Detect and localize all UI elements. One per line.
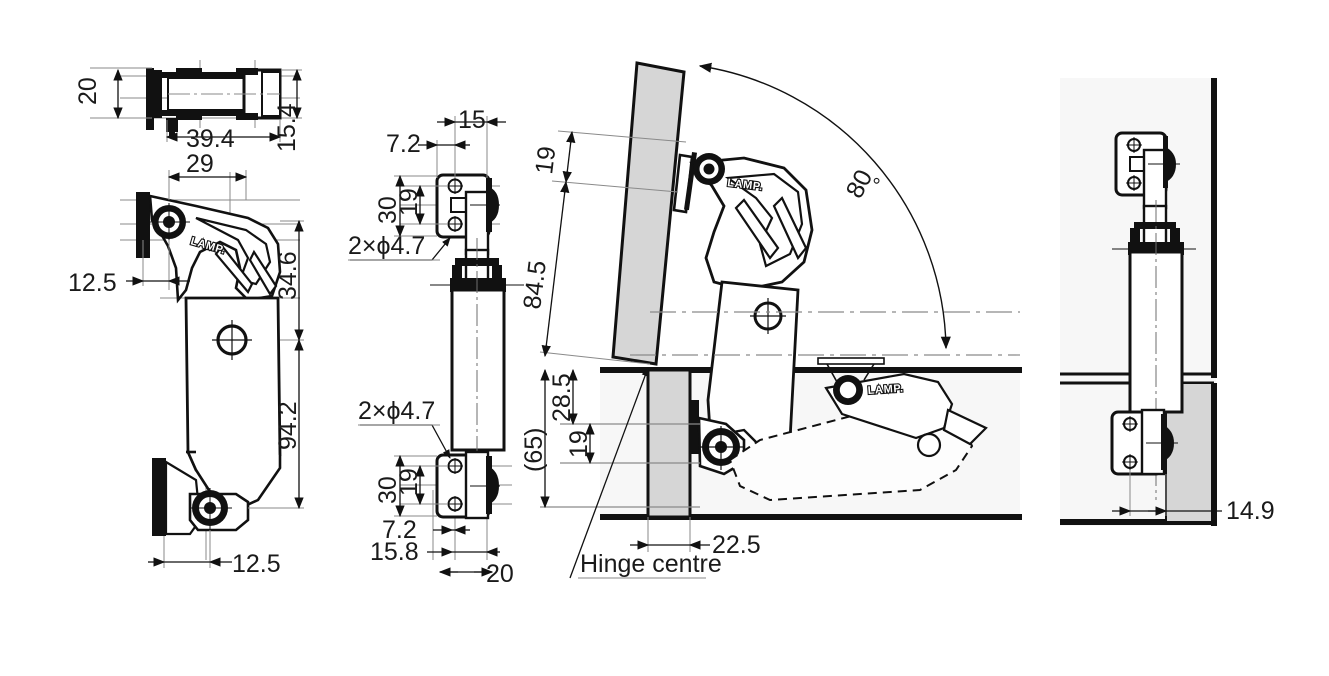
section-closed-ghost: LAMP.	[728, 357, 988, 502]
dim-15-4-label: 15.4	[273, 103, 301, 152]
front-view-top-plate	[435, 173, 500, 256]
side-view-group: LAMP. 29	[68, 150, 304, 578]
dim-20-bottom: 20	[438, 560, 514, 588]
dim-15: 15	[437, 106, 506, 178]
dim-12-5-bottom: 12.5	[148, 530, 281, 578]
dim-65: (65)	[520, 368, 550, 509]
dim-22-5: 22.5	[630, 517, 761, 559]
dim-29-label: 29	[186, 150, 214, 178]
section-view-group: LAMP. LAMP.	[518, 61, 1022, 579]
closed-top-plate	[1114, 131, 1180, 210]
top-view-group: 20 39.4 15.4	[74, 60, 302, 153]
dim-15-8: 15.8	[370, 538, 500, 566]
dim-15-label: 15	[458, 106, 486, 134]
closed-bottom-plate	[1110, 408, 1178, 476]
dim-12-5-bottom-label: 12.5	[232, 550, 281, 578]
hinge-centre-callout: Hinge centre	[569, 367, 722, 579]
dim-29: 29	[167, 150, 248, 200]
hole-callout-bottom: 2×ϕ4.7	[358, 397, 451, 459]
dim-14-9: 14.9	[1112, 470, 1275, 525]
brand-mark-closed: LAMP.	[867, 383, 904, 397]
closed-cylinder	[1128, 200, 1184, 500]
dim-39-4-label: 39.4	[186, 125, 235, 153]
hole-callout-bottom-label: 2×ϕ4.7	[358, 397, 435, 425]
dim-19-section: 19	[565, 422, 595, 465]
front-view-bottom-plate	[435, 450, 500, 520]
front-view-group: 15 7.2 30 19 2×ϕ4.7	[348, 106, 524, 588]
dim-20-bottom-label: 20	[486, 560, 514, 588]
dim-84-5: 84.5	[518, 180, 651, 365]
hole-callout-top-label: 2×ϕ4.7	[348, 232, 425, 260]
dim-19-bottom: 19	[395, 464, 448, 506]
dim-19-section-label: 19	[565, 430, 593, 458]
dim-14-9-label: 14.9	[1226, 497, 1275, 525]
dim-7-2-top: 7.2	[386, 130, 470, 178]
dim-12-5-left: 12.5	[68, 240, 190, 297]
dim-30-top-label: 30	[374, 196, 402, 224]
closed-view-group: 14.9	[1060, 78, 1275, 526]
dim-7-2-top-label: 7.2	[386, 130, 421, 158]
side-view-bottom-bracket	[152, 458, 250, 536]
dim-15-4: 15.4	[273, 68, 302, 152]
dim-20-top: 20	[74, 68, 123, 120]
dim-19-bottom-label: 19	[395, 468, 423, 496]
dim-19-door-label: 19	[530, 145, 561, 176]
dim-39-4: 39.4	[165, 120, 282, 153]
side-view-top-flange	[136, 192, 150, 258]
dim-22-5-label: 22.5	[712, 531, 761, 559]
dim-7-2-bottom: 7.2	[382, 516, 470, 544]
dim-20-top-label: 20	[74, 77, 102, 105]
dim-30-bottom-label: 30	[374, 476, 402, 504]
dim-30-top: 30	[374, 174, 437, 238]
dim-30-bottom: 30	[374, 454, 437, 518]
dim-34-6-label: 34.6	[274, 251, 302, 300]
side-view-arm: LAMP.	[148, 194, 282, 304]
dim-34-6: 34.6	[274, 219, 304, 342]
dim-28-5: 28.5	[548, 368, 578, 426]
dim-15-8-label: 15.8	[370, 538, 419, 566]
hinge-centre-label: Hinge centre	[580, 550, 722, 578]
dim-84-5-label: 84.5	[518, 259, 552, 311]
dim-19-door: 19	[530, 130, 687, 193]
section-door-panel-closed	[646, 368, 692, 519]
closed-rod	[1134, 204, 1176, 250]
dim-12-5-left-label: 12.5	[68, 269, 117, 297]
dim-94-2: 94.2	[248, 338, 304, 510]
dim-28-5-label: 28.5	[548, 373, 576, 422]
dim-19-top-label: 19	[395, 188, 423, 216]
dim-7-2-bottom-label: 7.2	[382, 516, 417, 544]
dim-65-label: (65)	[520, 428, 548, 472]
side-view-damper-body	[184, 296, 282, 512]
hole-callout-top: 2×ϕ4.7	[348, 232, 451, 261]
section-door-panel-open	[611, 61, 686, 366]
dim-94-2-label: 94.2	[274, 401, 302, 450]
top-view-body	[90, 67, 282, 138]
dim-19-top: 19	[395, 184, 448, 226]
